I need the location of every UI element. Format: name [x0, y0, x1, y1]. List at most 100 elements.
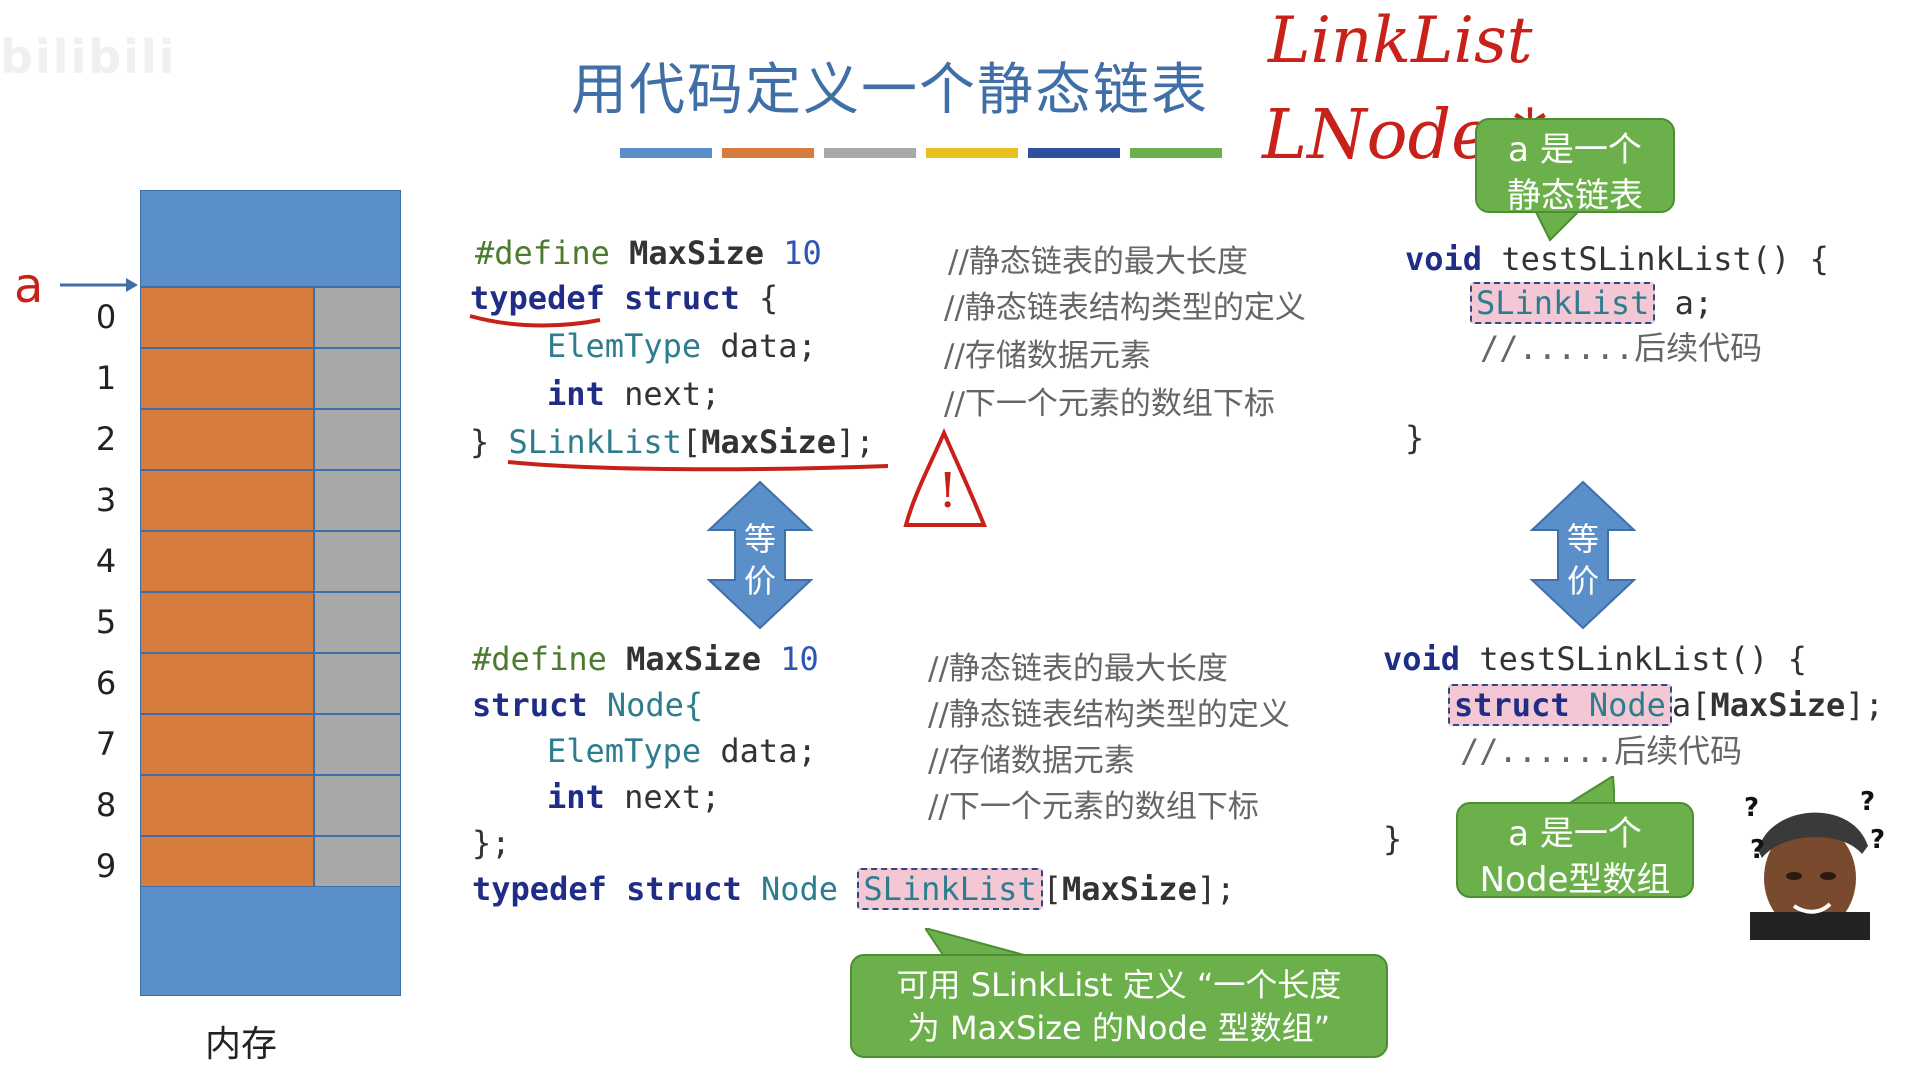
- data-cell: [140, 531, 314, 592]
- memory-row: [140, 775, 401, 836]
- highlight-slinklist: SLinkList: [1470, 282, 1656, 324]
- arrow-text-top: 等: [744, 520, 776, 558]
- bubble-tail: [925, 928, 1036, 958]
- data-cell: [140, 287, 314, 348]
- data-cell: [140, 592, 314, 653]
- reaction-avatar: ? ? ? ?: [1730, 780, 1890, 940]
- title-bar-segment: [722, 148, 814, 158]
- index-label: 0: [95, 298, 117, 336]
- bubble-definition-note: 可用 SLinkList 定义 “一个长度 为 MaxSize 的Node 型数…: [850, 954, 1388, 1058]
- title-bar-segment: [824, 148, 916, 158]
- highlight-slinklist: SLinkList: [857, 868, 1043, 910]
- next-cell: [314, 775, 401, 836]
- data-cell: [140, 714, 314, 775]
- handwritten-underlines: [469, 314, 889, 472]
- code-comment: //存储数据元素: [944, 338, 1151, 374]
- code-line-struct: struct Node{: [472, 686, 704, 724]
- bubble-tail: [1563, 776, 1615, 806]
- memory-bottom-block: [140, 886, 401, 996]
- equivalence-arrow-left: 等 价: [706, 480, 814, 630]
- code-line-function-sig: void testSLinkList() {: [1383, 640, 1807, 678]
- memory-row: [140, 287, 401, 348]
- code-line-typedef: typedef struct Node SLinkList[MaxSize];: [472, 868, 1236, 910]
- code-comment: //下一个元素的数组下标: [928, 789, 1259, 825]
- bubble-static-list: a 是一个 静态链表: [1475, 118, 1675, 216]
- code-comment: //静态链表的最大长度: [928, 651, 1228, 687]
- index-label: 6: [95, 664, 117, 702]
- next-cell: [314, 287, 401, 348]
- code-line-define: #define MaxSize 10: [472, 640, 819, 678]
- memory-top-block: [140, 190, 401, 287]
- code-line-function-sig: void testSLinkList() {: [1405, 240, 1829, 278]
- index-label: 3: [95, 481, 117, 519]
- next-cell: [314, 592, 401, 653]
- code-line-typedef: typedef struct {: [470, 279, 779, 317]
- question-mark: ?: [1860, 787, 1875, 817]
- slide-title: 用代码定义一个静态链表: [571, 58, 1209, 123]
- memory-row: [140, 348, 401, 409]
- code-line-close: };: [472, 824, 511, 862]
- memory-row: [140, 470, 401, 531]
- memory-row: [140, 592, 401, 653]
- data-cell: [140, 470, 314, 531]
- index-label: 5: [95, 603, 117, 641]
- data-cell: [140, 348, 314, 409]
- question-mark: ?: [1744, 793, 1759, 823]
- next-cell: [314, 348, 401, 409]
- code-line-declaration: SLinkList a;: [1470, 282, 1713, 324]
- pointer-arrow: [60, 278, 138, 292]
- memory-row: [140, 409, 401, 470]
- question-mark: ?: [1750, 835, 1765, 865]
- warning-icon: !: [903, 428, 987, 527]
- code-comment: //静态链表结构类型的定义: [928, 697, 1290, 733]
- code-comment: //静态链表结构类型的定义: [944, 290, 1306, 326]
- memory-row: [140, 653, 401, 714]
- highlight-struct-node: struct Node: [1448, 684, 1672, 726]
- code-line-close: }: [1383, 820, 1403, 858]
- data-cell: [140, 653, 314, 714]
- index-label: 1: [95, 359, 117, 397]
- code-comment: //下一个元素的数组下标: [944, 386, 1275, 422]
- next-cell: [314, 714, 401, 775]
- code-line-define: #define MaxSize 10: [475, 234, 822, 272]
- bubble-node-array: a 是一个 Node型数组: [1456, 802, 1694, 900]
- index-label: 9: [95, 847, 117, 885]
- bilibili-watermark: bilibili: [0, 30, 177, 84]
- pointer-label-a: a: [14, 258, 44, 314]
- code-comment: //存储数据元素: [928, 743, 1135, 779]
- arrow-text-bottom: 价: [744, 562, 776, 600]
- title-bar-segment: [1130, 148, 1222, 158]
- memory-label: 内存: [205, 1024, 278, 1065]
- code-comment: //......后续代码: [1460, 732, 1743, 770]
- next-cell: [314, 409, 401, 470]
- code-line-close: }: [1405, 419, 1425, 457]
- data-cell: [140, 775, 314, 836]
- memory-array: [140, 287, 401, 897]
- index-label: 7: [95, 725, 117, 763]
- memory-row: [140, 714, 401, 775]
- memory-row: [140, 531, 401, 592]
- code-line-close: } SLinkList[MaxSize];: [470, 423, 875, 461]
- title-bar-segment: [620, 148, 712, 158]
- code-line-field-data: ElemType data;: [547, 732, 817, 770]
- title-bar-segment: [1028, 148, 1120, 158]
- index-label: 4: [95, 542, 117, 580]
- next-cell: [314, 531, 401, 592]
- title-bar-segment: [926, 148, 1018, 158]
- code-comment: //......后续代码: [1480, 329, 1763, 367]
- index-label: 2: [95, 420, 117, 458]
- next-cell: [314, 470, 401, 531]
- warning-glyph: !: [938, 463, 957, 519]
- code-line-field-next: int next;: [547, 375, 721, 413]
- next-cell: [314, 653, 401, 714]
- equivalence-arrow-right: 等 价: [1529, 480, 1637, 630]
- code-line-field-next: int next;: [547, 778, 721, 816]
- arrow-text-top: 等: [1567, 520, 1599, 558]
- handwritten-linklist: LinkList: [1268, 4, 1533, 78]
- question-mark: ?: [1870, 825, 1885, 855]
- arrow-text-bottom: 价: [1567, 562, 1599, 600]
- code-comment: //静态链表的最大长度: [948, 244, 1248, 280]
- index-label: 8: [95, 786, 117, 824]
- code-line-field-data: ElemType data;: [547, 327, 817, 365]
